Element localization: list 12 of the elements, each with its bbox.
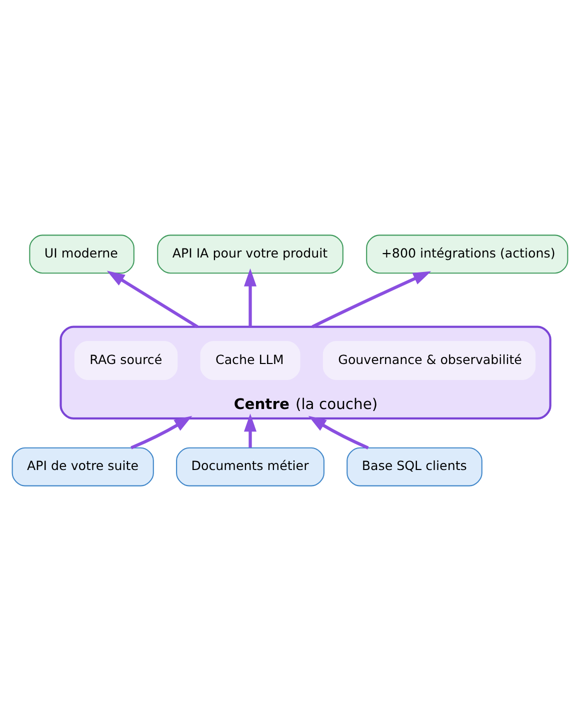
arrow [244,268,257,327]
node-box: UI moderne [29,234,134,274]
node-box: Documents métier [176,447,324,486]
node-box: Base SQL clients [346,447,482,486]
arrow [308,416,369,450]
arrow [130,416,192,450]
arrow [106,270,198,328]
node-box: +800 intégrations (actions) [366,234,568,274]
node-box: API IA pour votre produit [157,234,344,274]
arrow [312,271,432,328]
node-box: API de votre suite [12,447,154,486]
arrow [244,414,257,448]
